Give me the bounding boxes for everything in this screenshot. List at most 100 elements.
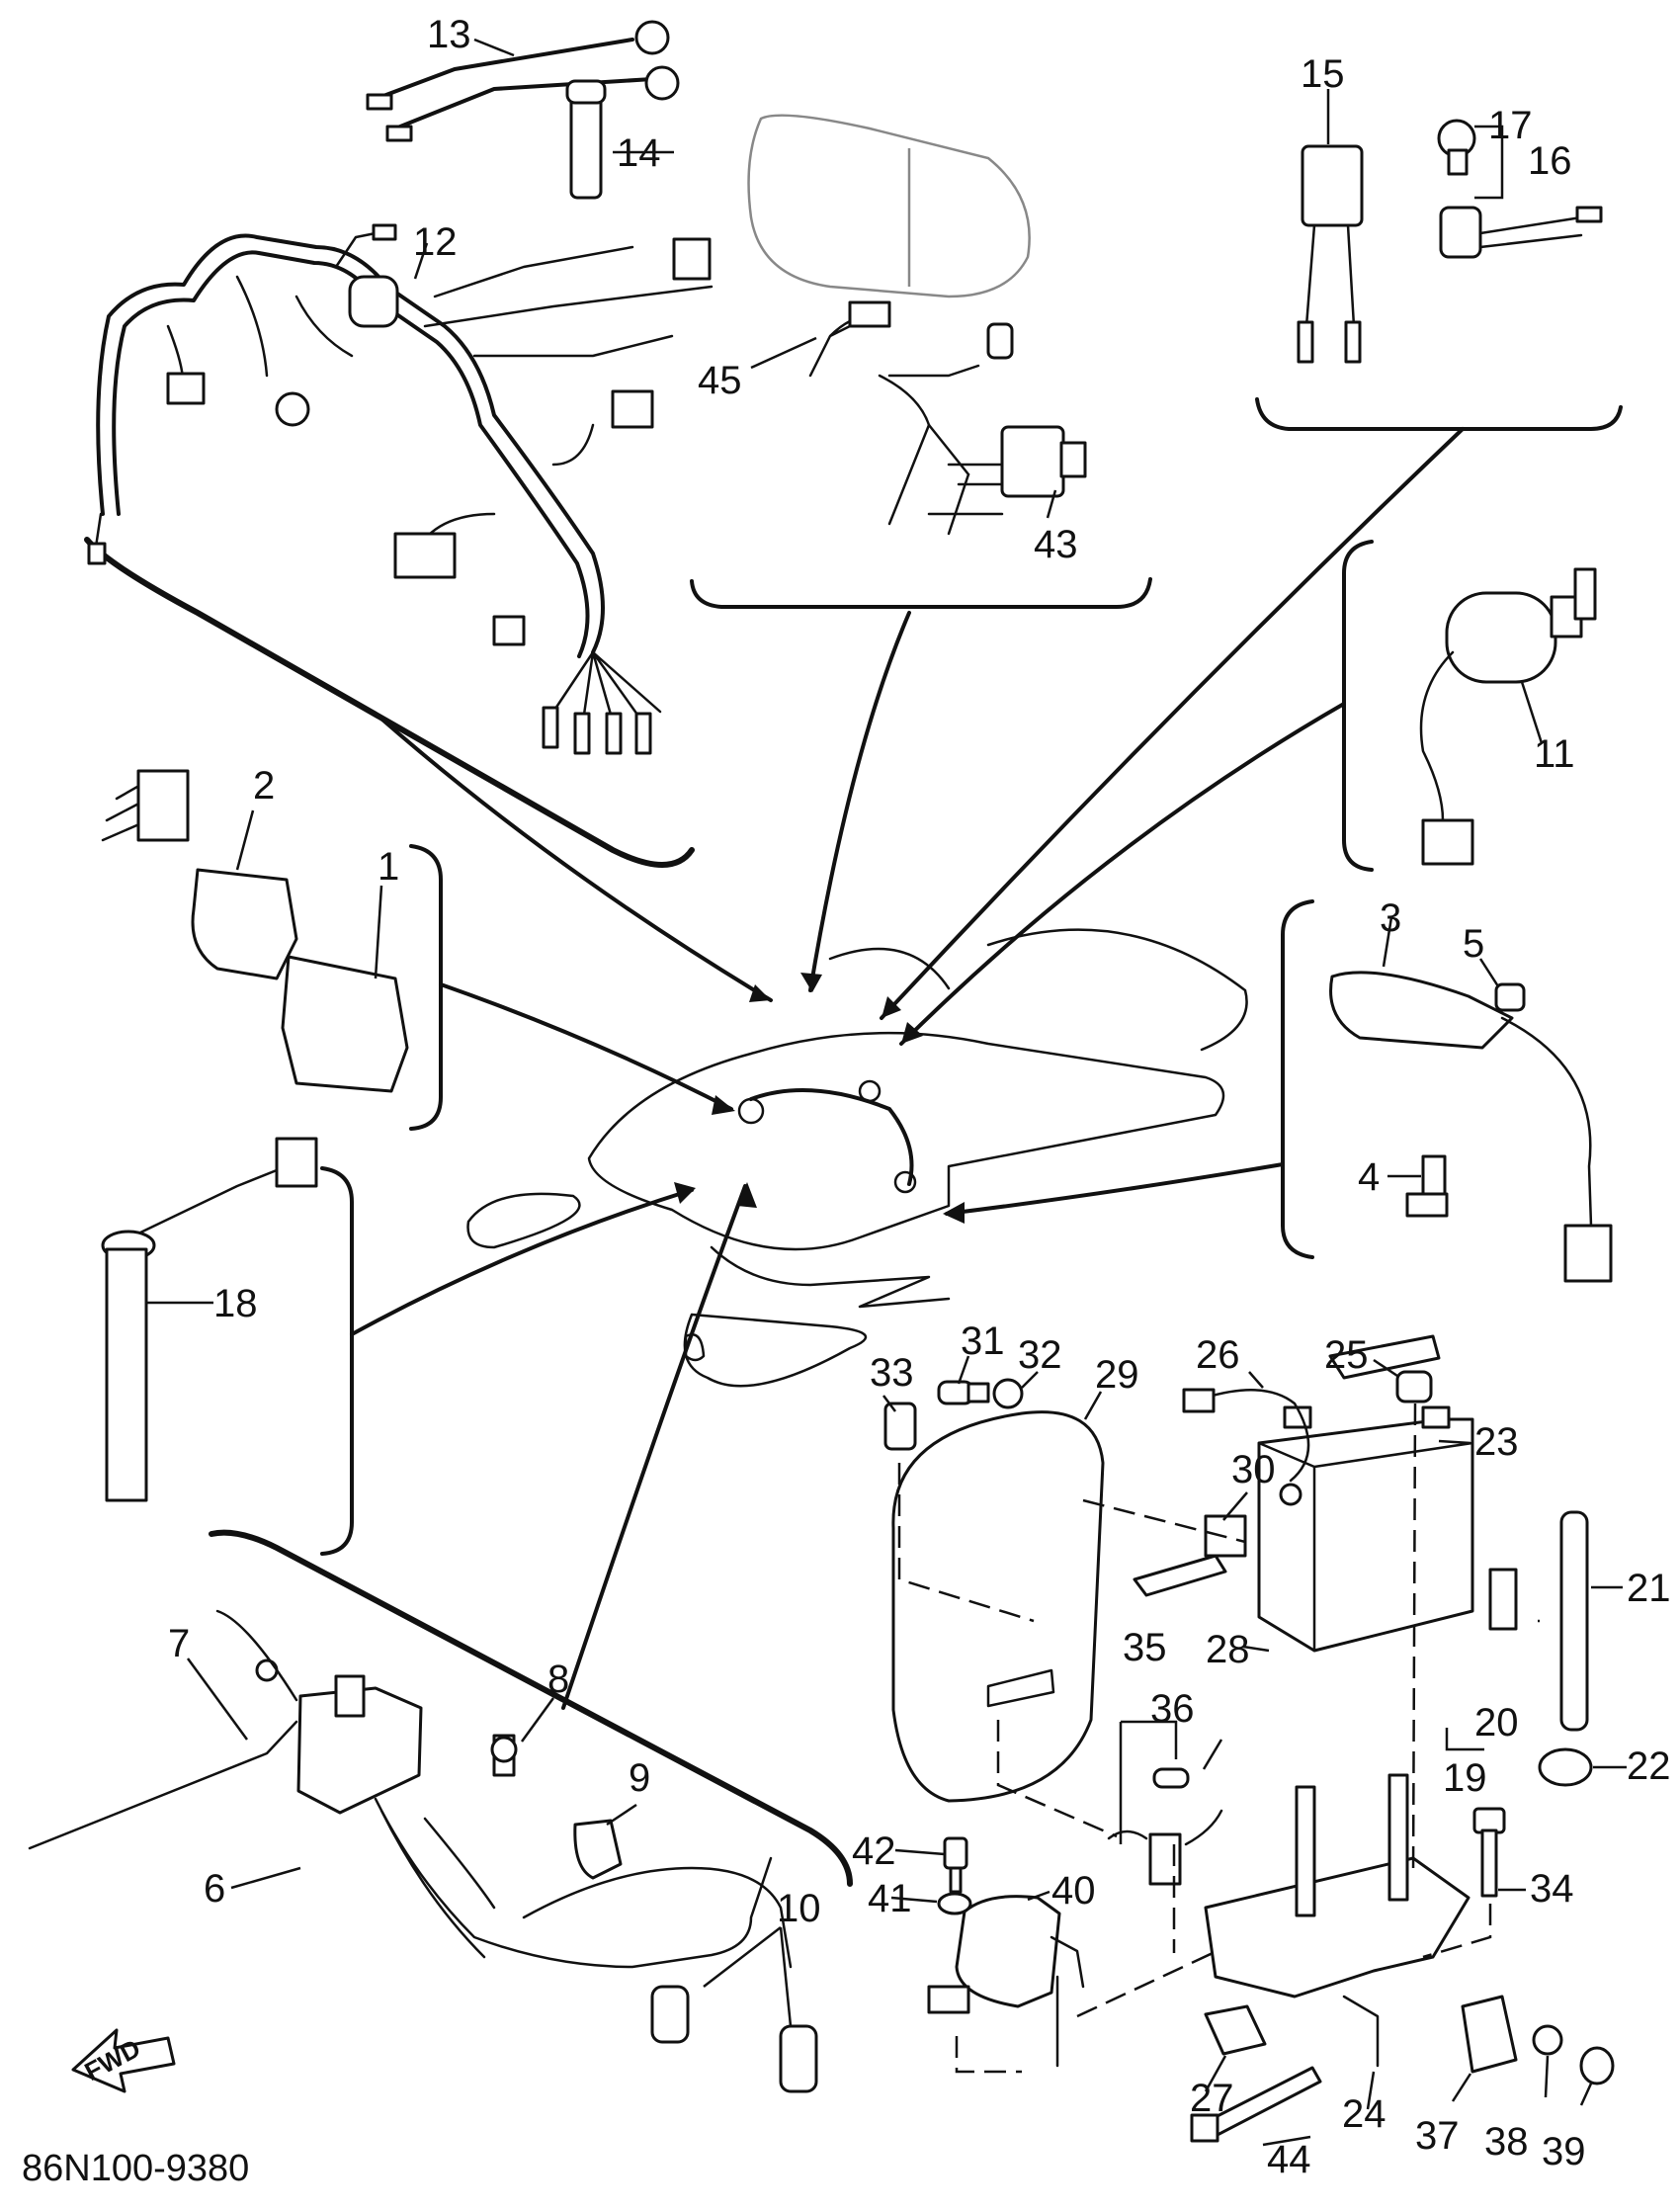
leader-main-switch: [899, 702, 1346, 1046]
callout-32: 32: [1018, 1333, 1062, 1377]
arrowhead: [712, 1095, 735, 1115]
starter-relay-40: [927, 1895, 1085, 2068]
washer-41: [937, 1892, 972, 1915]
bolt-34: [1472, 1807, 1506, 1898]
callout-31: 31: [961, 1319, 1005, 1363]
nut-38: [1532, 2024, 1563, 2056]
callout-18: 18: [213, 1282, 258, 1325]
dash-lines-box: [1172, 1403, 1540, 1959]
ignition-coil-6: [296, 1674, 818, 2093]
diagram-code: 86N100-9380: [22, 2148, 249, 2189]
label-20: [1488, 1568, 1518, 1631]
callout-1: 1: [378, 845, 399, 889]
battery-box-24: [1204, 1773, 1470, 2068]
snowmobile-body: [466, 928, 1248, 1388]
fuse-holder-35: [1107, 1809, 1223, 1886]
fuel-sender-18: [101, 1137, 318, 1502]
bracket-35: [1119, 1720, 1178, 1844]
callout-27: 27: [1190, 2077, 1234, 2120]
screw-4: [1405, 1154, 1449, 1218]
callout-41: 41: [868, 1877, 912, 1920]
arrowhead: [882, 996, 901, 1018]
leader-ignition: [561, 1184, 747, 1710]
bolt-42: [943, 1836, 968, 1894]
washer-32: [992, 1378, 1024, 1409]
callout-44: 44: [1267, 2138, 1311, 2181]
callout-14: 14: [617, 131, 661, 175]
main-wiring-harness-12: [87, 223, 714, 755]
callout-4: 4: [1358, 1155, 1380, 1199]
arrowhead: [943, 1202, 965, 1224]
bracket-27: [1204, 2004, 1267, 2056]
callout-3: 3: [1380, 896, 1401, 940]
arrowhead: [737, 1182, 757, 1208]
callout-43: 43: [1034, 523, 1078, 566]
callout-11: 11: [1534, 732, 1575, 776]
clamp-9: [573, 1819, 623, 1880]
leader-switch: [439, 982, 733, 1111]
callout-26: 26: [1196, 1333, 1240, 1377]
band-14: [565, 79, 607, 200]
battery-28: [1257, 1405, 1474, 1653]
nut-33: [883, 1402, 917, 1451]
leader-tail: [945, 1162, 1285, 1216]
callout-6: 6: [204, 1867, 225, 1911]
callout-20: 20: [1474, 1701, 1519, 1744]
arrowhead: [674, 1182, 696, 1204]
battery-lead-26: [1182, 1388, 1310, 1506]
callout-15: 15: [1301, 52, 1345, 96]
callout-23: 23: [1474, 1420, 1519, 1464]
callout-28: 28: [1206, 1628, 1250, 1671]
callout-42: 42: [852, 1829, 896, 1873]
screw-8: [490, 1734, 518, 1777]
callout-16: 16: [1528, 139, 1572, 183]
leader-grip: [808, 611, 911, 992]
callout-9: 9: [629, 1756, 650, 1800]
fuse-36: [1152, 1767, 1190, 1789]
leader-10: [703, 1926, 793, 2027]
bracket-main-switch-group: [1342, 540, 1374, 872]
callout-2: 2: [253, 764, 275, 808]
nut-5: [1494, 982, 1526, 1012]
handlebar-grip: [747, 114, 1031, 298]
relay-15: [1297, 144, 1364, 364]
callout-12: 12: [413, 220, 458, 264]
cap-39: [1579, 2046, 1615, 2085]
lead-wire-13: [366, 20, 680, 142]
dash-lines-relay: [955, 1945, 1226, 2074]
high-tension-cord-7: [28, 1609, 298, 1850]
callout-21: 21: [1627, 1567, 1671, 1610]
terminal-lead-30: [1133, 1514, 1247, 1597]
callout-34: 34: [1530, 1867, 1574, 1911]
callout-29: 29: [1095, 1353, 1139, 1397]
callout-40: 40: [1051, 1869, 1096, 1913]
callout-30: 30: [1231, 1448, 1276, 1491]
callout-7: 7: [168, 1622, 190, 1665]
dash-lines-cover: [897, 1463, 1246, 1838]
callout-39: 39: [1542, 2130, 1586, 2173]
bracket-relay-group: [1255, 397, 1623, 431]
battery-band-23: [1328, 1334, 1441, 1380]
bracket-19: [1445, 1728, 1484, 1751]
callout-8: 8: [547, 1658, 569, 1701]
callout-36: 36: [1150, 1687, 1195, 1731]
callout-17: 17: [1488, 104, 1533, 147]
callout-35: 35: [1123, 1626, 1167, 1669]
band-44: [1190, 2066, 1322, 2143]
callout-5: 5: [1463, 922, 1484, 966]
grommet-22: [1538, 1747, 1593, 1787]
forward-arrow-icon: FWD: [71, 2028, 176, 2093]
cap-25: [1395, 1370, 1433, 1404]
leader-sender: [350, 1188, 694, 1336]
callout-37: 37: [1415, 2114, 1460, 2158]
connector-37: [1461, 1995, 1518, 2074]
bulb-17: [1437, 119, 1476, 176]
bracket-switch-group: [409, 844, 443, 1131]
callout-19: 19: [1443, 1756, 1487, 1800]
grip-warmer-lead-45: [808, 300, 1014, 536]
callout-38: 38: [1484, 2120, 1529, 2164]
callout-24: 24: [1342, 2092, 1386, 2136]
callout-13: 13: [427, 13, 471, 56]
switch-assembly-2: [101, 769, 298, 980]
